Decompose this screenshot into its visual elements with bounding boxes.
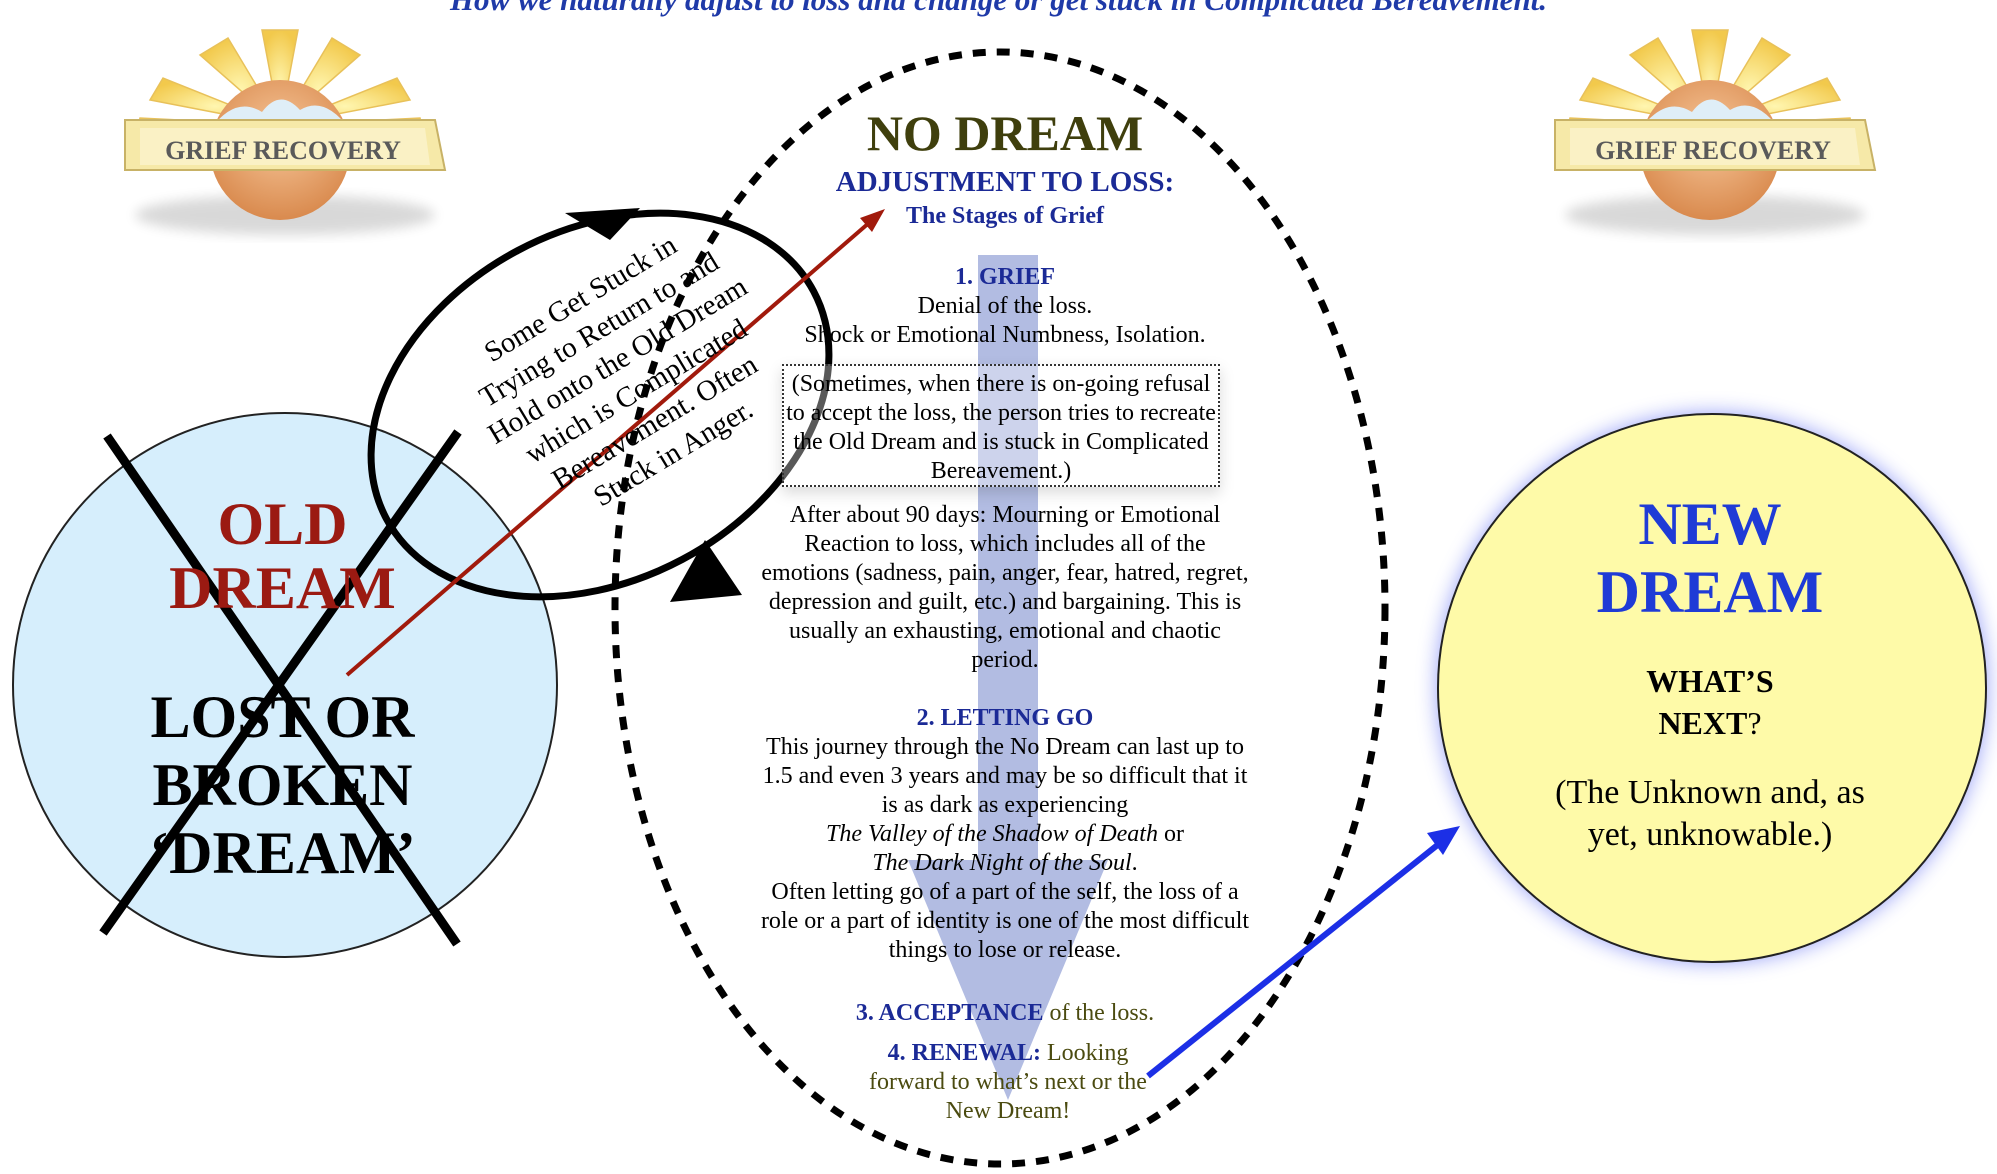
old-dream-sub-line1: LOST OR [150, 684, 415, 750]
acceptance-heading: 3. ACCEPTANCE [855, 1000, 1044, 1026]
old-dream-title-line1: OLD [217, 491, 348, 557]
loop-arrowhead-bottom [670, 540, 742, 602]
old-dream-title-line2: DREAM [169, 555, 396, 621]
letting-go-text1: This journey through the No Dream can la… [762, 734, 1248, 818]
old-dream-sub-line3: ‘DREAM’ [149, 820, 416, 886]
mourning-text: After about 90 days: Mourning or Emotion… [761, 502, 1249, 673]
new-dream-title-line1: NEW [1638, 491, 1782, 557]
return-arrow-red-head [860, 209, 885, 232]
diagram-caption: How we naturally adjust to loss and chan… [0, 0, 1997, 18]
complicated-note-text: (Sometimes, when there is on-going refus… [786, 371, 1216, 484]
renewal-section: 4. RENEWAL: Looking forward to what’s ne… [858, 1039, 1158, 1126]
unknown-text: (The Unknown and, as yet, unknowable.) [1555, 774, 1865, 853]
loop-arrowhead-top [565, 208, 640, 240]
dark-night-line: The Dark Night of the Soul. [760, 849, 1250, 878]
complicated-note-box: (Sometimes, when there is on-going refus… [782, 364, 1220, 487]
dark-night-phrase: The Dark Night of the Soul [872, 850, 1132, 876]
logo-left-text: GRIEF RECOVERY [165, 136, 401, 165]
progress-down-arrow [908, 255, 1108, 1100]
new-dream-title-line2: DREAM [1596, 559, 1824, 625]
renewal-heading: 4. RENEWAL: [887, 1040, 1042, 1066]
grief-recovery-logo-left [124, 29, 447, 235]
acceptance-section: 3. ACCEPTANCE of the loss. [745, 999, 1265, 1028]
grief-heading: 1. GRIEF [954, 264, 1055, 290]
old-dream-sub-line2: BROKEN [152, 752, 413, 818]
old-dream-subtitle: LOST OR BROKEN ‘DREAM’ [80, 683, 485, 887]
dark-night-period: . [1131, 850, 1138, 876]
new-dream-title: NEW DREAM [1440, 490, 1980, 626]
old-dream-circle [12, 412, 558, 958]
next-word: NEXT [1658, 705, 1748, 741]
cross-line-1 [103, 433, 461, 947]
letting-go-heading: 2. LETTING GO [916, 705, 1094, 731]
valley-phrase: The Valley of the Shadow of Death [826, 821, 1158, 847]
grief-section: 1. GRIEF Denial of the loss. Shock or Em… [745, 263, 1265, 350]
next-qmark: ? [1747, 705, 1762, 741]
whats-next: WHAT’S NEXT? [1440, 660, 1980, 744]
or-word: or [1157, 821, 1184, 847]
old-dream-title: OLD DREAM [80, 492, 485, 620]
stuck-loop-ellipse [367, 209, 833, 601]
return-arrow-red [345, 220, 872, 677]
whats-word: WHAT’S [1646, 663, 1774, 699]
next-line: NEXT? [1440, 702, 1980, 744]
grief-line2: Shock or Emotional Numbness, Isolation. [804, 322, 1206, 348]
forward-arrow-blue-head [1427, 826, 1460, 855]
no-dream-subtitle: ADJUSTMENT TO LOSS: [835, 166, 1175, 198]
renewal-text: Looking forward to what’s next or the Ne… [869, 1040, 1147, 1124]
grief-line1: Denial of the loss. [917, 293, 1093, 319]
acceptance-text: of the loss. [1043, 1000, 1155, 1026]
new-dream-circle [1437, 413, 1987, 963]
grief-recovery-logo-right [1554, 29, 1877, 235]
letting-go-section: 2. LETTING GO This journey through the N… [760, 704, 1250, 965]
no-dream-title: NO DREAM [866, 105, 1144, 161]
stages-label: The Stages of Grief [906, 203, 1104, 229]
cross-line-2 [99, 429, 462, 936]
letting-go-text2: Often letting go of a part of the self, … [760, 879, 1250, 963]
forward-arrow-blue [1146, 840, 1442, 1079]
logo-right-text: GRIEF RECOVERY [1595, 136, 1831, 165]
no-dream-dashed-ellipse [611, 48, 1389, 1168]
letting-go-italic-line: The Valley of the Shadow of Death or [760, 820, 1250, 849]
